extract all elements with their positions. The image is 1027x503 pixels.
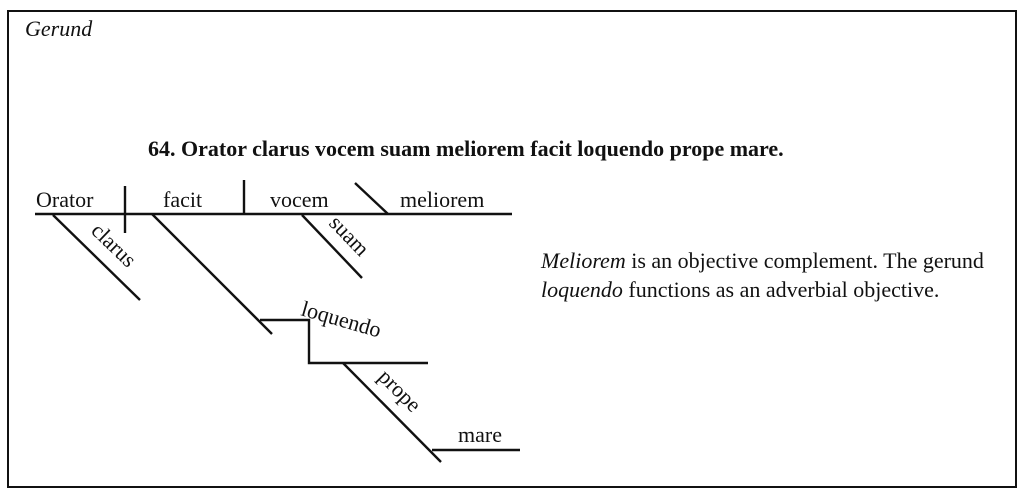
example-frame: [7, 10, 1017, 488]
word-object-modifier: suam: [324, 210, 374, 261]
word-direct-object: vocem: [270, 187, 329, 212]
word-subject: Orator: [36, 187, 94, 212]
suam-modifier-line: [301, 214, 363, 279]
gerund-step: [260, 318, 428, 365]
adverbial-diagonal: [151, 213, 273, 335]
word-preposition: prope: [373, 364, 426, 417]
word-objective-complement: meliorem: [400, 187, 484, 212]
complement-slash: [354, 182, 389, 215]
word-gerund: loquendo: [299, 296, 385, 343]
word-prepositional-object: mare: [458, 422, 502, 447]
explanation-part-1: is an objective complement. The gerund: [625, 248, 984, 273]
prope-preposition-line: [342, 362, 442, 463]
word-verb: facit: [163, 187, 202, 212]
clarus-modifier-line: [52, 214, 141, 301]
term-meliorem: Meliorem: [541, 248, 626, 273]
explanation-part-2: functions as an adverbial objective.: [622, 277, 940, 302]
explanation-text: Meliorem is an objective complement. The…: [541, 246, 1001, 304]
term-loquendo: loquendo: [541, 277, 623, 302]
section-label: Gerund: [25, 16, 93, 41]
word-subject-modifier: clarus: [87, 218, 142, 272]
sentence-title: 64. Orator clarus vocem suam meliorem fa…: [148, 136, 784, 161]
